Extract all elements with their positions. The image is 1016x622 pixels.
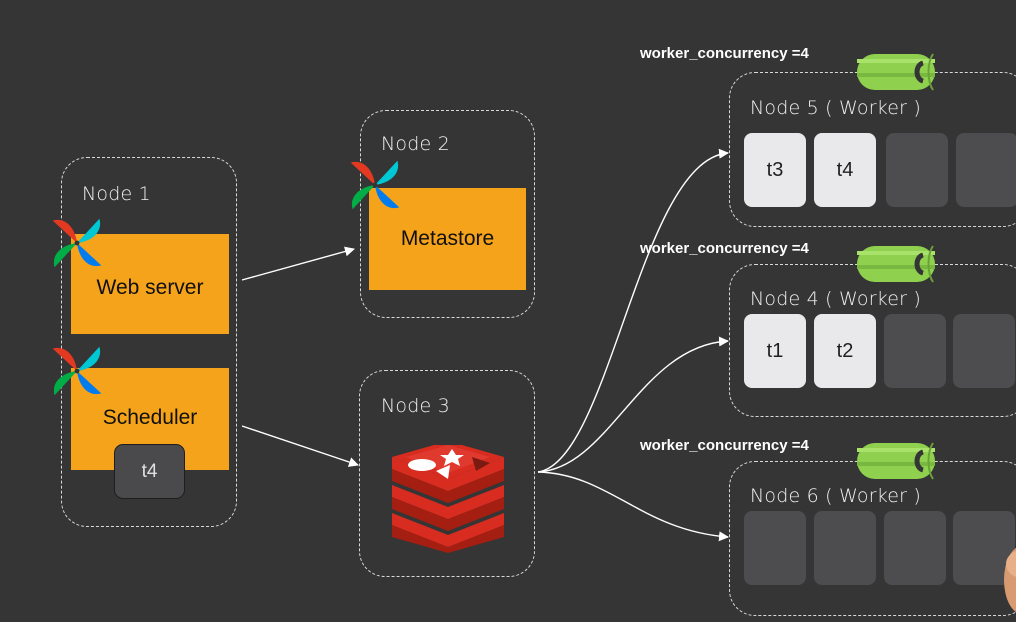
arrow-scheduler-to-redis bbox=[241, 425, 359, 467]
task-slot bbox=[956, 133, 1016, 207]
node-1-label: Node 1 bbox=[82, 183, 151, 205]
redis-icon bbox=[392, 445, 504, 553]
node-6-concurrency-label: worker_concurrency =4 bbox=[640, 437, 809, 454]
node-2 bbox=[360, 110, 535, 318]
node-6-label: Node 6 ( Worker ) bbox=[750, 485, 921, 507]
arrow-redis-to-node5 bbox=[537, 148, 729, 473]
task-slot bbox=[884, 511, 946, 585]
arrow-redis-to-node4 bbox=[537, 336, 729, 473]
node-4-concurrency-label: worker_concurrency =4 bbox=[640, 240, 809, 257]
task-slot bbox=[744, 511, 806, 585]
node-5-concurrency-label: worker_concurrency =4 bbox=[640, 45, 809, 62]
node-4-label: Node 4 ( Worker ) bbox=[750, 288, 921, 310]
node-1 bbox=[61, 157, 237, 527]
task-slot: t3 bbox=[744, 133, 806, 207]
presenter-avatar bbox=[1004, 547, 1016, 613]
task-slot bbox=[814, 511, 876, 585]
task-slot: t2 bbox=[814, 314, 876, 388]
web-server-box: Web server bbox=[71, 234, 229, 334]
node-3 bbox=[359, 370, 535, 577]
arrow-redis-to-node6 bbox=[537, 471, 729, 542]
metastore-box: Metastore bbox=[369, 188, 526, 290]
node-3-label: Node 3 bbox=[381, 395, 450, 417]
celery-icon bbox=[857, 243, 941, 285]
airflow-pinwheel-icon bbox=[347, 156, 403, 214]
task-slot bbox=[953, 314, 1015, 388]
task-slot: t1 bbox=[744, 314, 806, 388]
scheduler-task-t4: t4 bbox=[114, 444, 185, 499]
node-2-label: Node 2 bbox=[381, 133, 450, 155]
celery-icon bbox=[857, 440, 941, 482]
airflow-pinwheel-icon bbox=[49, 214, 105, 272]
node-5-label: Node 5 ( Worker ) bbox=[750, 97, 921, 119]
task-slot bbox=[886, 133, 948, 207]
task-slot bbox=[884, 314, 946, 388]
task-slot: t4 bbox=[814, 133, 876, 207]
arrow-webserver-to-metastore bbox=[241, 246, 355, 281]
airflow-pinwheel-icon bbox=[49, 342, 105, 400]
celery-icon bbox=[857, 51, 941, 93]
